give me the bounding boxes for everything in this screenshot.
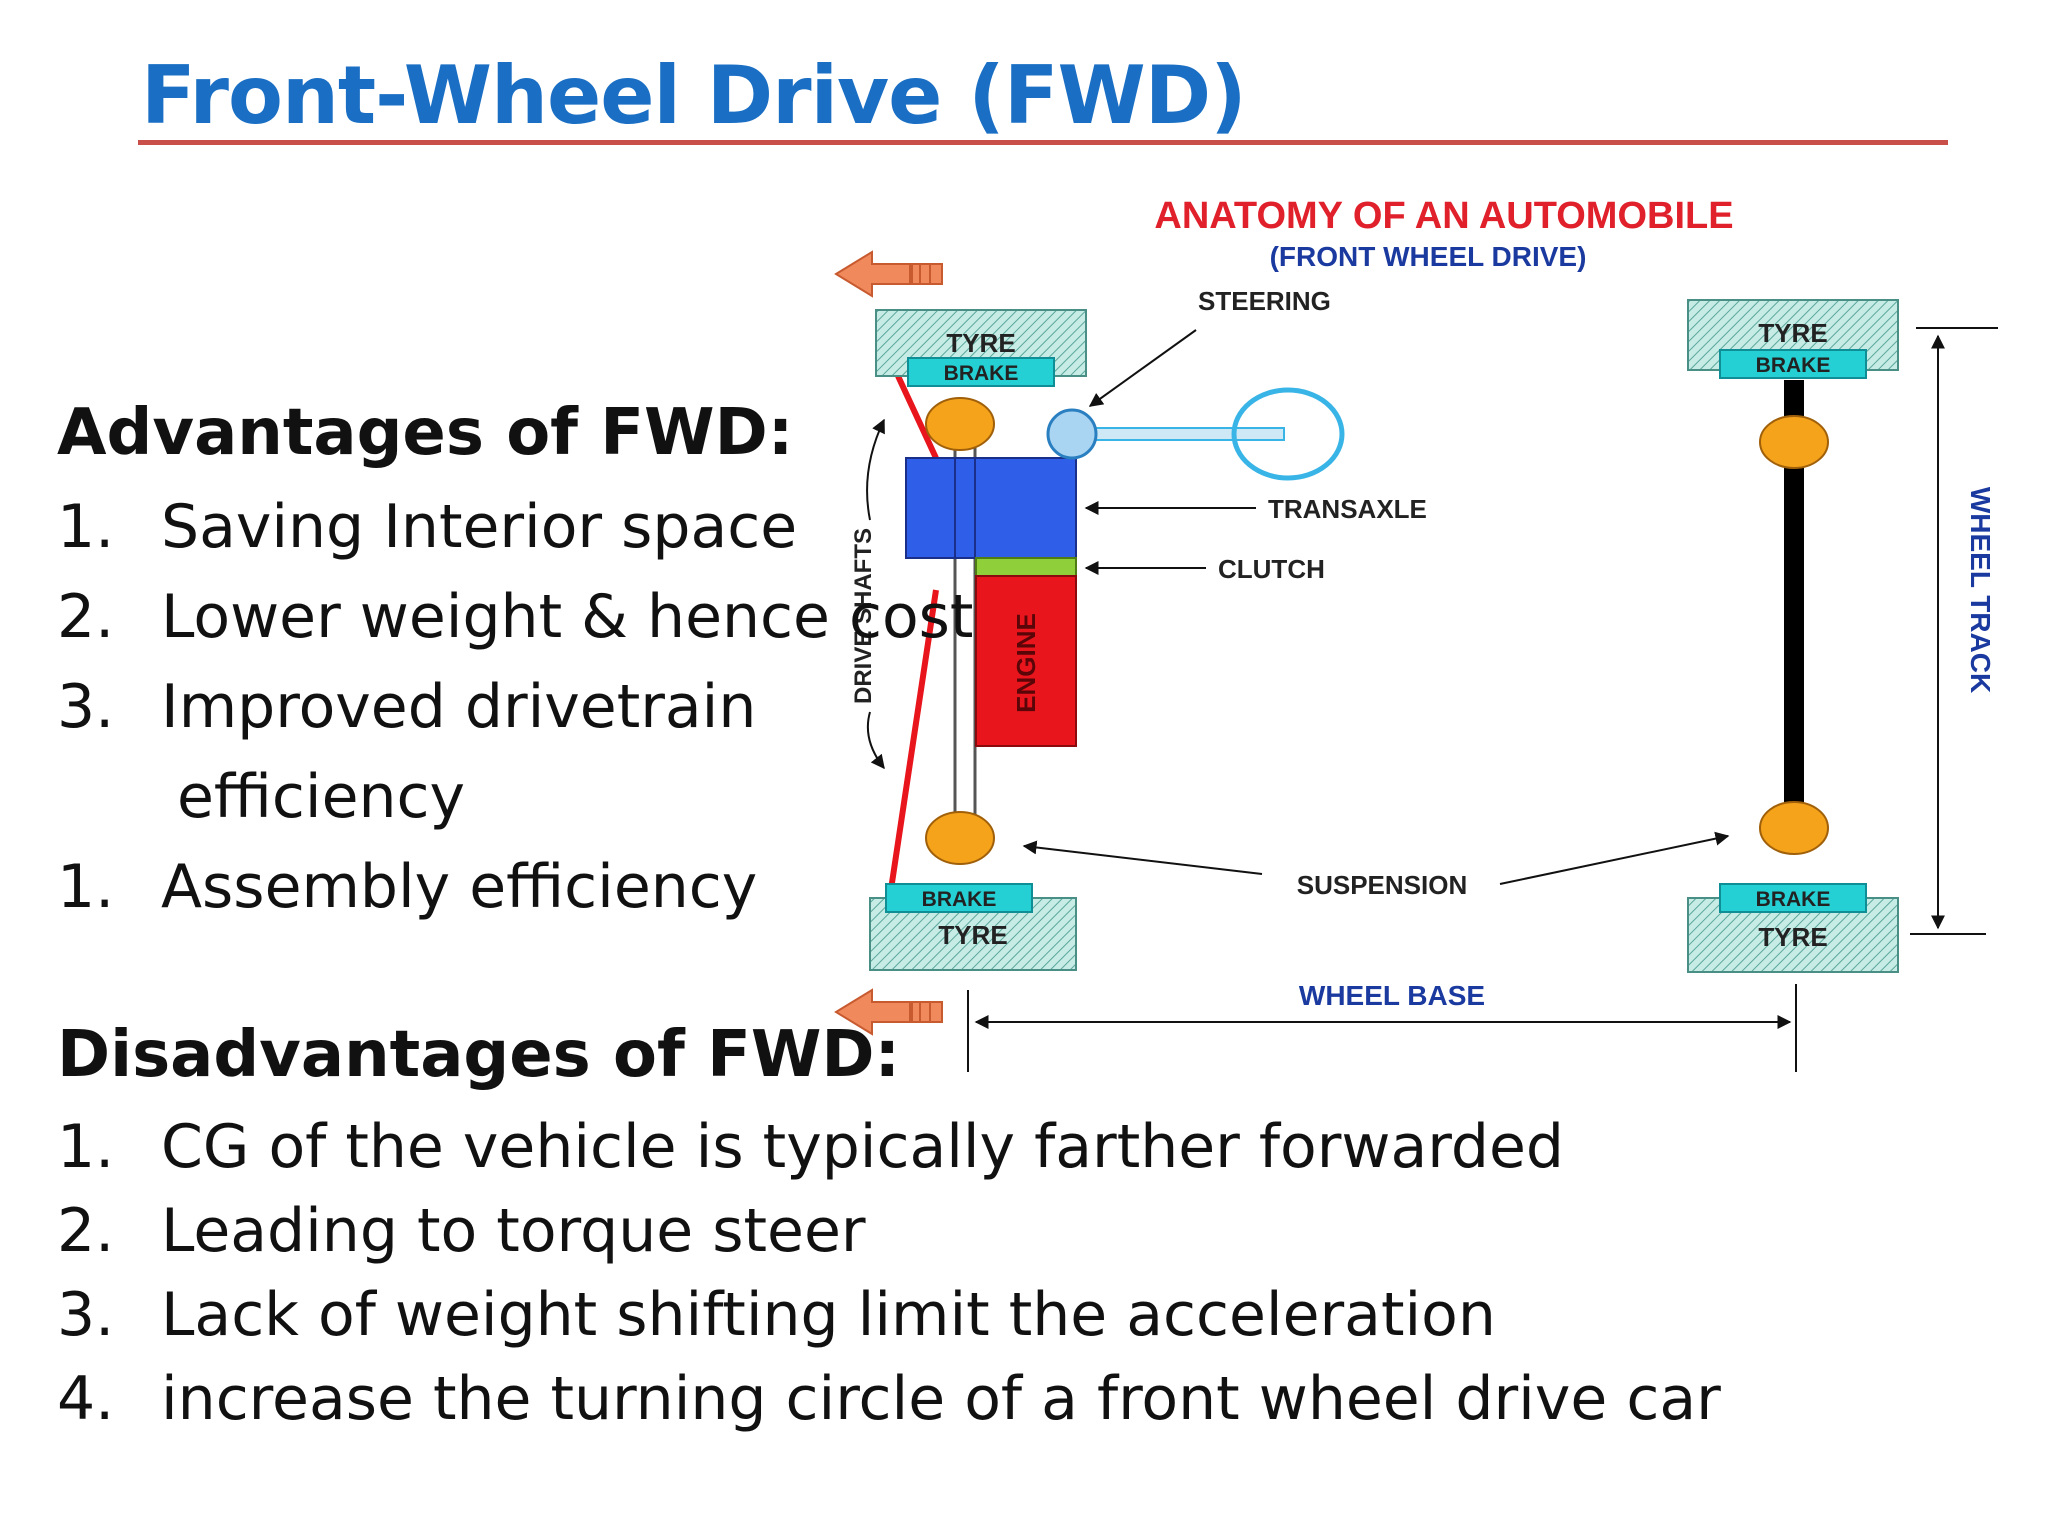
suspension-label: SUSPENSION — [1297, 870, 1468, 900]
drive-shaft-line — [895, 374, 939, 460]
rear-axle — [1784, 380, 1804, 820]
drive-shafts-label: DRIVE SHAFTS — [850, 528, 877, 704]
suspension-rear-top — [1759, 415, 1829, 469]
brake-rear-top: BRAKE — [1719, 349, 1867, 379]
svg-text:BRAKE: BRAKE — [944, 362, 1019, 385]
slide-title: Front-Wheel Drive (FWD) — [141, 49, 1247, 142]
wheel-base-label: WHEEL BASE — [1299, 980, 1485, 1011]
brake-front-top: BRAKE — [907, 357, 1055, 387]
steering-assembly — [1046, 387, 1345, 481]
brake-rear-bottom: BRAKE — [1719, 883, 1867, 913]
drive-shaft-line — [887, 589, 939, 897]
steering-label: STEERING — [1198, 286, 1331, 316]
svg-text:TYRE: TYRE — [1758, 922, 1827, 952]
clutch-block — [975, 557, 1077, 577]
wheel-track-label: WHEEL TRACK — [1965, 487, 1996, 693]
svg-text:TYRE: TYRE — [1758, 318, 1827, 348]
suspension-front-bottom — [925, 811, 995, 865]
advantages-heading: Advantages of FWD: — [57, 396, 794, 470]
svg-text:TYRE: TYRE — [938, 920, 1007, 950]
forward-arrow-top-icon — [834, 250, 943, 298]
suspension-front-top — [925, 397, 995, 451]
clutch-label: CLUTCH — [1218, 554, 1325, 584]
svg-text:BRAKE: BRAKE — [1756, 354, 1831, 377]
title-underline — [138, 140, 1948, 145]
svg-text:BRAKE: BRAKE — [1756, 888, 1831, 911]
engine-label: ENGINE — [1011, 613, 1041, 713]
transaxle-block — [905, 457, 1077, 559]
transaxle-label: TRANSAXLE — [1268, 494, 1427, 524]
forward-arrow-bottom-icon — [834, 988, 943, 1036]
diagram-subtitle: (FRONT WHEEL DRIVE) — [1270, 241, 1587, 272]
diagram-title: ANATOMY OF AN AUTOMOBILE — [1154, 195, 1733, 237]
svg-text:BRAKE: BRAKE — [922, 888, 997, 911]
suspension-rear-bottom — [1759, 801, 1829, 855]
brake-front-bottom: BRAKE — [885, 883, 1033, 913]
disadvantages-heading: Disadvantages of FWD: — [57, 1018, 901, 1092]
engine-block — [975, 575, 1077, 747]
svg-text:TYRE: TYRE — [946, 328, 1015, 358]
